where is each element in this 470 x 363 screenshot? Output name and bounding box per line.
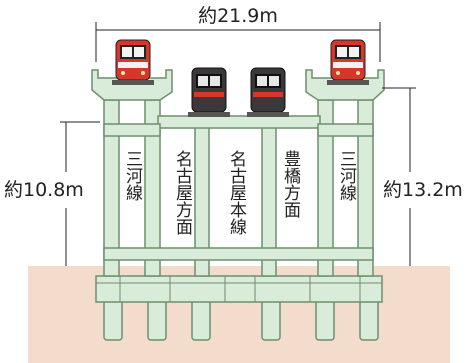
label-mikawa-left: 三河線 [122, 150, 143, 201]
label-nagoya-main-line: 名古屋本線 [226, 150, 247, 235]
cross-beams [103, 123, 374, 261]
left-height-dimension [60, 121, 100, 266]
footing [95, 275, 383, 303]
columns [103, 99, 374, 277]
left-height-label: 約10.8m [4, 179, 84, 201]
label-mikawa-right: 三河線 [336, 150, 357, 201]
line-labels: 三河線 名古屋方面 名古屋本線 豊橋方面 三河線 [122, 150, 357, 235]
label-toyohashi-direction: 豊橋方面 [280, 150, 301, 218]
width-label: 約21.9m [198, 5, 278, 27]
deck-center [157, 115, 321, 129]
label-nagoya-direction: 名古屋方面 [172, 150, 193, 235]
dark-train-2 [247, 67, 289, 117]
red-train-left [112, 39, 154, 85]
width-dimension [95, 22, 381, 62]
right-height-dimension [382, 87, 416, 266]
right-height-label: 約13.2m [383, 179, 463, 201]
red-train-right [327, 39, 369, 85]
dark-train-1 [188, 67, 230, 117]
foundation-piles [103, 299, 379, 341]
